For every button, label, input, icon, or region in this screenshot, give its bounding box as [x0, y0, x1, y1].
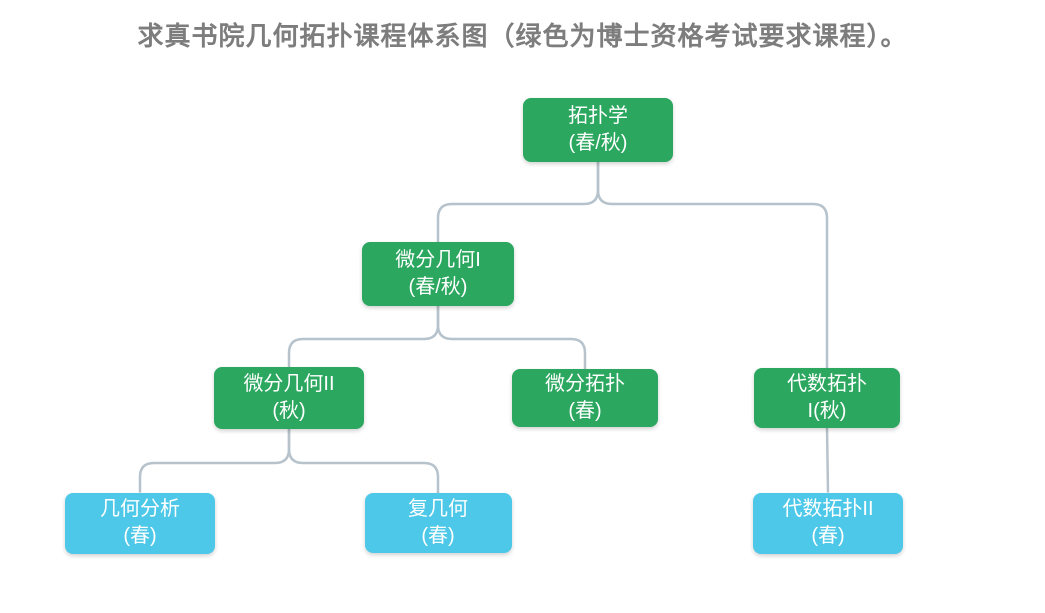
- node-course-season: (春): [421, 525, 455, 547]
- node-course-name: 拓扑学: [568, 105, 628, 127]
- connector-edge-topology-diffgeo1: [436, 162, 600, 242]
- connector-edge-diffgeo1-difftop: [436, 306, 587, 369]
- node-course-name: 几何分析: [100, 498, 180, 520]
- node-course-season: (秋): [272, 400, 306, 422]
- connector-edge-diffgeo2-complexgeo: [287, 429, 440, 493]
- node-course-season: (春): [568, 400, 602, 422]
- node-geoanalysis[interactable]: 几何分析 (春): [65, 492, 215, 554]
- node-course-season: (春): [811, 525, 845, 547]
- node-topology[interactable]: 拓扑学 (春/秋): [523, 98, 673, 162]
- node-course-name: 微分几何I: [395, 249, 481, 271]
- node-difftop[interactable]: 微分拓扑 (春): [512, 369, 658, 427]
- node-course-season: I(秋): [807, 400, 847, 422]
- node-diffgeo1[interactable]: 微分几何I (春/秋): [362, 242, 514, 306]
- node-course-name: 微分拓扑: [545, 373, 625, 395]
- connector-edge-topology-algtop1: [596, 162, 829, 368]
- connector-edge-diffgeo2-geoanalysis: [138, 429, 291, 493]
- node-algtop1[interactable]: 代数拓扑 I(秋): [754, 368, 900, 428]
- node-course-season: (春/秋): [568, 132, 628, 154]
- node-course-name: 代数拓扑II: [782, 498, 874, 520]
- node-diffgeo2[interactable]: 微分几何II (秋): [214, 367, 364, 429]
- node-course-name: 代数拓扑: [787, 373, 867, 395]
- connector-edge-algtop1-algtop2: [825, 427, 830, 493]
- connector-edge-diffgeo1-diffgeo2: [287, 306, 440, 367]
- node-course-season: (春/秋): [408, 276, 468, 298]
- node-course-name: 复几何: [408, 498, 468, 520]
- node-course-season: (春): [123, 525, 157, 547]
- node-algtop2[interactable]: 代数拓扑II (春): [753, 492, 903, 554]
- node-complexgeo[interactable]: 复几何 (春): [364, 493, 512, 553]
- node-course-name: 微分几何II: [243, 373, 335, 395]
- page-title: 求真书院几何拓扑课程体系图（绿色为博士资格考试要求课程）。: [137, 21, 908, 51]
